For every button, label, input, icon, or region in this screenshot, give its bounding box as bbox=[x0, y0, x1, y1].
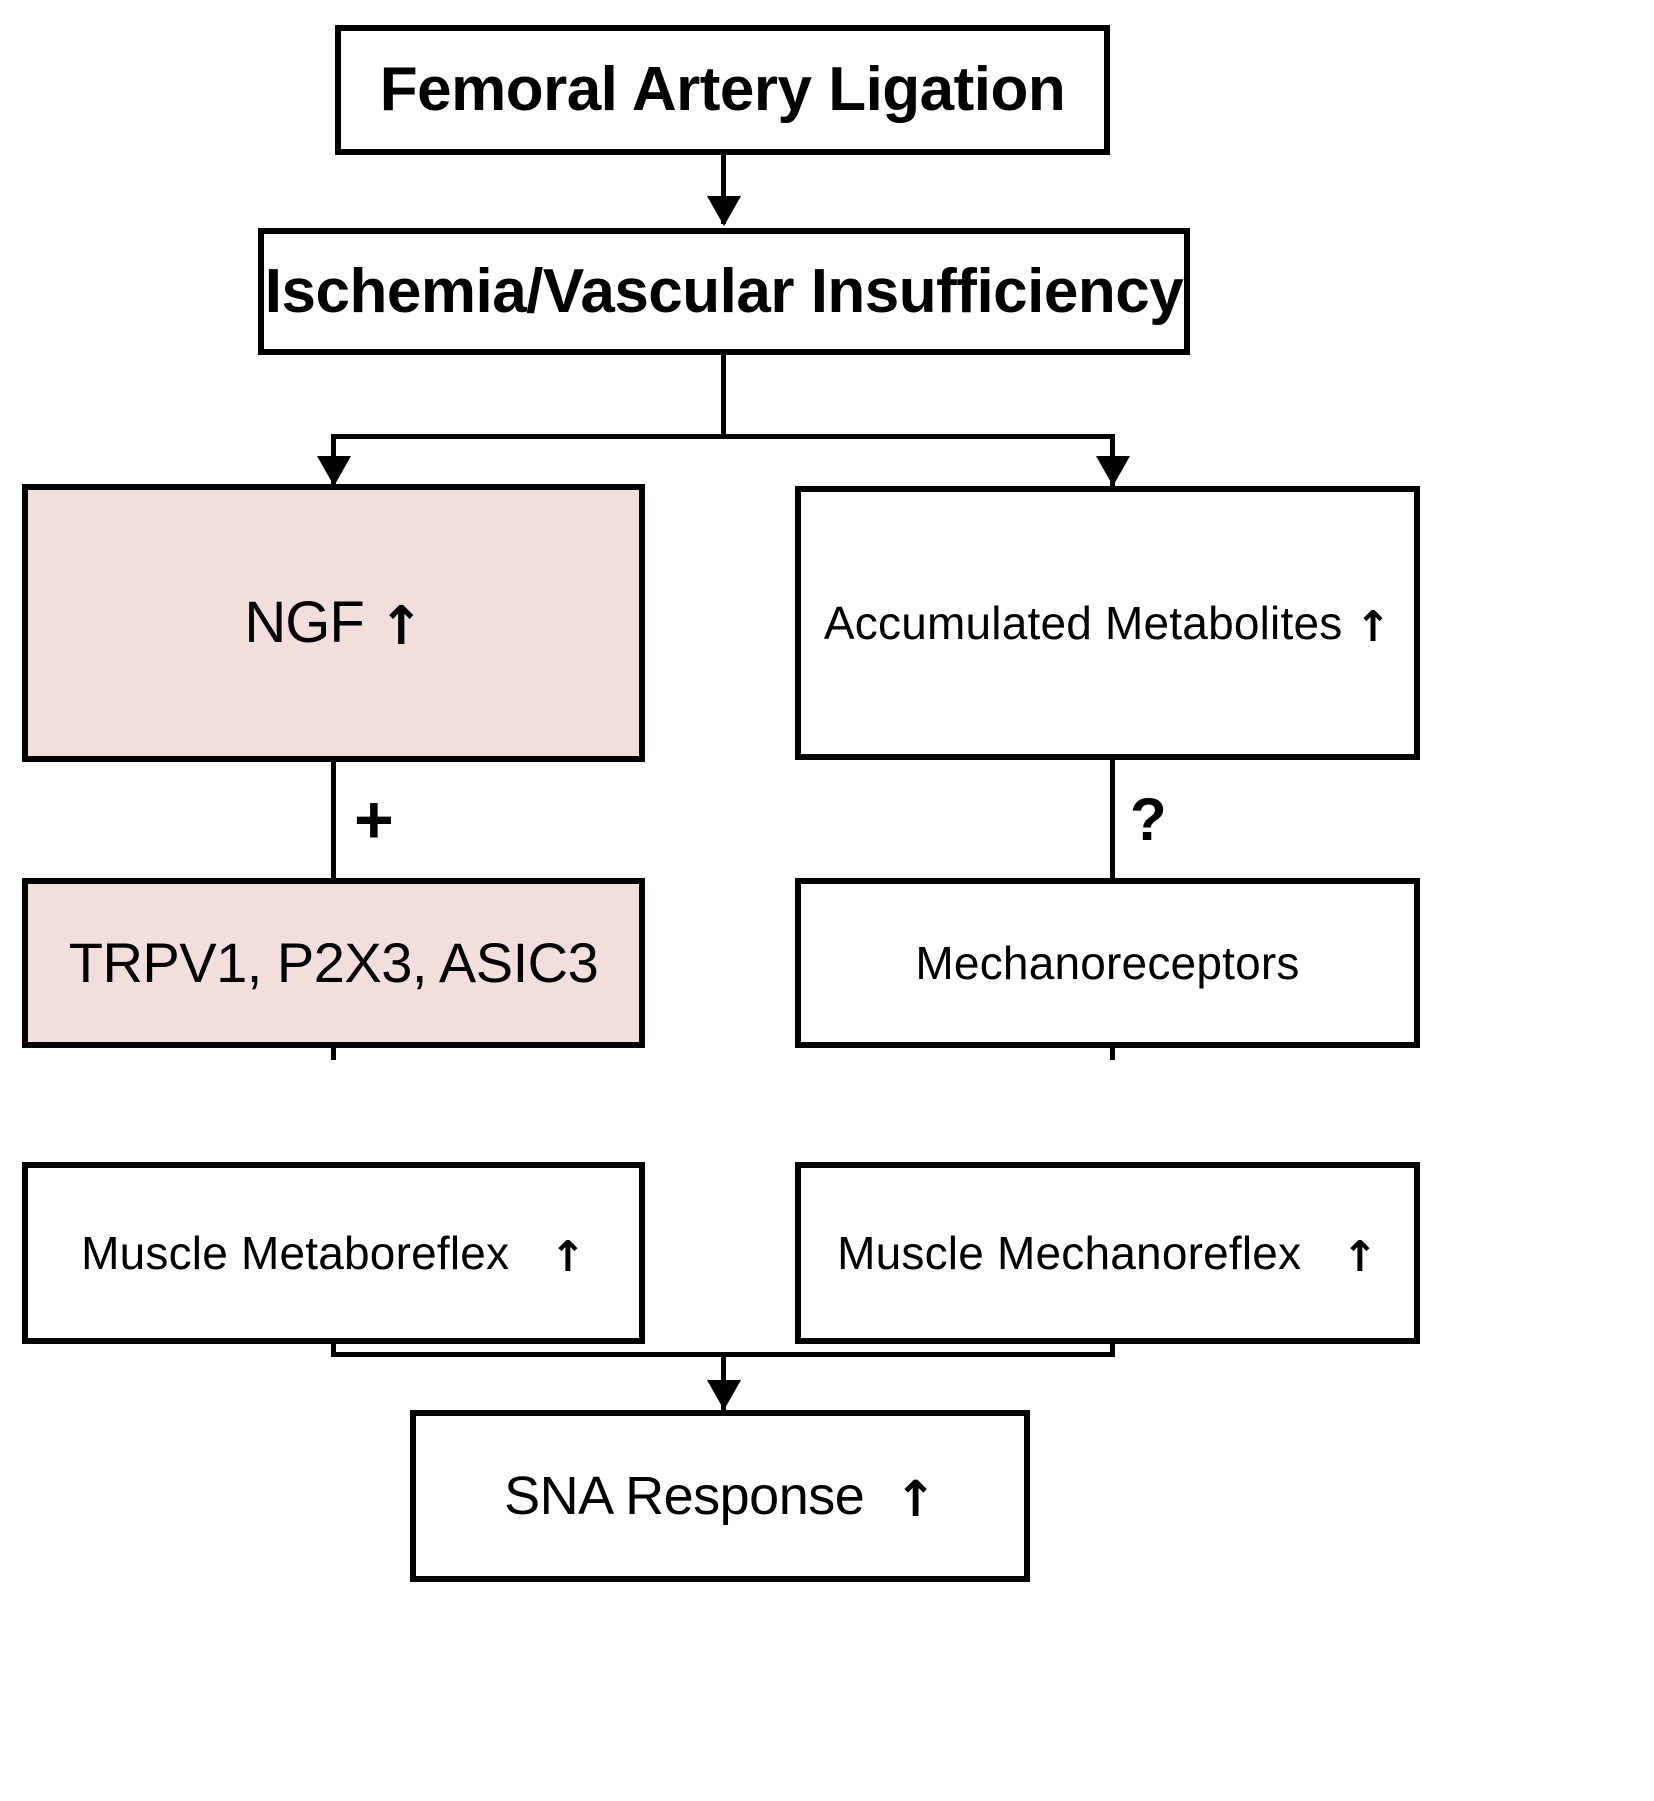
node-label: Muscle Mechanoreflex bbox=[837, 1226, 1302, 1279]
node-label: Ischemia/Vascular Insufficiency bbox=[264, 256, 1184, 326]
node-sna-response[interactable]: SNA Response ↑ bbox=[410, 1410, 1030, 1582]
up-arrow-icon: ↑ bbox=[1355, 601, 1392, 651]
node-label-wrapper: NGF ↑ bbox=[244, 589, 424, 657]
node-channels-trpv1-p2x3-asic3[interactable]: TRPV1, P2X3, ASIC3 bbox=[22, 878, 645, 1048]
edge-label-question-mark: ? bbox=[1130, 786, 1167, 853]
node-label: Femoral Artery Ligation bbox=[379, 55, 1066, 125]
connector-ischemia-stem bbox=[721, 352, 726, 438]
up-arrow-icon: ↑ bbox=[378, 593, 424, 657]
node-label: Muscle Metaboreflex bbox=[81, 1226, 510, 1279]
arrowhead-sna bbox=[707, 1380, 741, 1410]
node-label-wrapper: Muscle Mechanoreflex ↑ bbox=[837, 1226, 1378, 1281]
connector-ligation-to-ischemia bbox=[721, 152, 726, 224]
node-label-wrapper: Accumulated Metabolites ↑ bbox=[823, 596, 1392, 651]
node-label: Mechanoreceptors bbox=[915, 936, 1300, 989]
arrowhead-ngf bbox=[317, 456, 351, 486]
node-label: NGF bbox=[244, 589, 364, 655]
node-label: Accumulated Metabolites bbox=[823, 596, 1343, 649]
node-mechanoreceptors[interactable]: Mechanoreceptors bbox=[795, 878, 1420, 1048]
up-arrow-icon: ↑ bbox=[1342, 1231, 1378, 1281]
node-femoral-artery-ligation[interactable]: Femoral Artery Ligation bbox=[335, 25, 1110, 155]
node-label-wrapper: Muscle Metaboreflex ↑ bbox=[81, 1226, 586, 1281]
connector-metabolites-to-mechanoreceptors bbox=[1110, 756, 1115, 880]
node-label: TRPV1, P2X3, ASIC3 bbox=[68, 930, 599, 994]
connector-ngf-to-channels bbox=[331, 758, 336, 880]
connector-ischemia-bus bbox=[331, 434, 1115, 439]
edge-label-plus: + bbox=[354, 782, 394, 858]
node-accumulated-metabolites[interactable]: Accumulated Metabolites ↑ bbox=[795, 486, 1420, 760]
node-ngf[interactable]: NGF ↑ bbox=[22, 484, 645, 762]
arrowhead-metabolites bbox=[1096, 456, 1130, 486]
node-muscle-metaboreflex[interactable]: Muscle Metaboreflex ↑ bbox=[22, 1162, 645, 1344]
up-arrow-icon: ↑ bbox=[894, 1469, 937, 1528]
node-label: SNA Response bbox=[504, 1465, 865, 1526]
node-ischemia-vascular-insufficiency[interactable]: Ischemia/Vascular Insufficiency bbox=[258, 228, 1190, 355]
node-muscle-mechanoreflex[interactable]: Muscle Mechanoreflex ↑ bbox=[795, 1162, 1420, 1344]
up-arrow-icon: ↑ bbox=[550, 1231, 586, 1281]
node-label-wrapper: SNA Response ↑ bbox=[504, 1465, 937, 1528]
arrowhead-ischemia bbox=[707, 196, 741, 226]
